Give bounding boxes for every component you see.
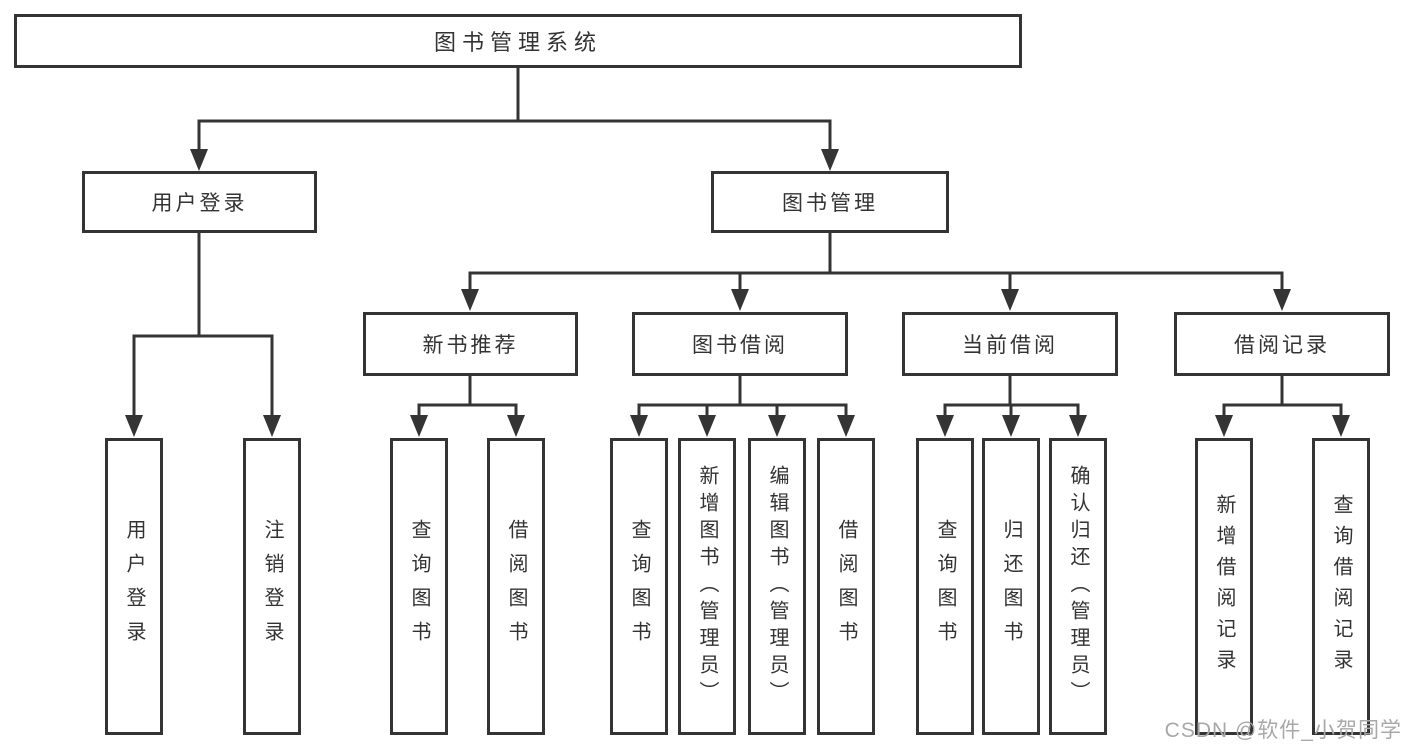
arrowhead [190,149,208,171]
arrowhead [1069,415,1087,437]
node-current-borrow: 当前借阅 [902,312,1118,376]
arrowhead [936,415,954,437]
node-label: 确认归还（管理员） [1067,465,1089,708]
arrowheads [125,149,1350,437]
node-label: 查询图书 [628,518,650,655]
connector-edges [132,66,1343,419]
edge-book-management-children [468,231,1284,292]
arrowhead [461,289,479,311]
node-label: 新书推荐 [422,334,519,357]
arrowhead [1273,289,1291,311]
node-label: 新增借阅记录 [1213,493,1235,680]
arrowhead [410,415,428,437]
edge-current-borrow-children [943,374,1080,419]
arrowhead [768,415,786,437]
arrowhead [698,415,716,437]
node-book-management: 图书管理 [711,171,949,233]
edge-borrow-records-children [1222,374,1343,419]
node-label: 借阅图书 [835,518,857,655]
node-label: 借阅图书 [505,518,527,655]
leaf-add-book-admin: 新增图书（管理员） [678,438,736,735]
arrowhead [630,415,648,437]
node-label: 编辑图书（管理员） [766,465,788,708]
arrowhead [837,415,855,437]
leaf-query-borrow-record: 查询借阅记录 [1312,438,1370,735]
node-book-management-system: 图书管理系统 [14,14,1022,68]
leaf-return-books: 归还图书 [982,438,1040,735]
node-label: 用户登录 [123,518,145,655]
edge-root-to-level1 [197,66,832,152]
edge-user-login-children [132,231,274,419]
node-book-borrow: 图书借阅 [632,312,848,376]
leaf-edit-book-admin: 编辑图书（管理员） [748,438,806,735]
node-label: 新增图书（管理员） [696,465,718,708]
node-label: 用户登录 [151,192,248,215]
arrowhead [1001,289,1019,311]
node-label: 当前借阅 [962,334,1058,357]
arrowhead [507,415,525,437]
edge-new-book-children [417,374,518,419]
node-label: 查询借阅记录 [1330,493,1352,680]
node-label: 归还图书 [1000,518,1022,655]
arrowhead [125,415,143,437]
node-label: 图书管理系统 [433,30,602,55]
node-label: 注销登录 [261,518,283,655]
edge-book-borrow-children [637,374,848,419]
node-label: 借阅记录 [1234,334,1330,357]
leaf-confirm-return-admin: 确认归还（管理员） [1049,438,1107,735]
arrowhead [821,149,839,171]
leaf-query-books-recommend: 查询图书 [390,438,448,735]
node-label: 查询图书 [934,518,956,655]
leaf-borrow-books-recommend: 借阅图书 [487,438,545,735]
leaf-logout: 注销登录 [243,438,301,735]
leaf-query-books-borrow: 查询图书 [610,438,668,735]
arrowhead [1002,415,1020,437]
leaf-user-login: 用户登录 [105,438,163,735]
node-new-book-recommend: 新书推荐 [363,312,578,376]
node-label: 查询图书 [408,518,430,655]
arrowhead [263,415,281,437]
arrowhead [1215,415,1233,437]
arrowhead [731,289,749,311]
node-borrow-records: 借阅记录 [1174,312,1390,376]
leaf-query-books-current: 查询图书 [916,438,974,735]
node-label: 图书借阅 [692,334,788,357]
leaf-add-borrow-record: 新增借阅记录 [1195,438,1253,735]
node-label: 图书管理 [782,192,878,215]
node-user-login: 用户登录 [82,171,317,233]
arrowhead [1332,415,1350,437]
leaf-borrow-books: 借阅图书 [817,438,875,735]
